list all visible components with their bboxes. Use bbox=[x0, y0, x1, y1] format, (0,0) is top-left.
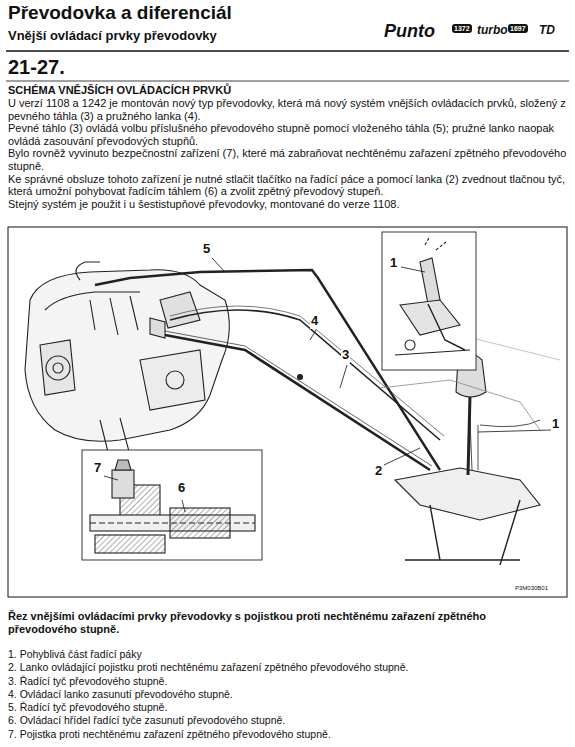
page-title: Převodovka a diferenciál bbox=[8, 2, 232, 24]
engine-badge: 1372 bbox=[452, 24, 472, 33]
list-item: 2. Lanko ovládající pojistku proti necht… bbox=[8, 661, 567, 674]
section-rule bbox=[6, 81, 569, 82]
list-item: 5. Řadící tyč převodového stupně. bbox=[8, 701, 567, 714]
section-number: 21-27. bbox=[8, 56, 65, 79]
list-item: 7. Pojistka proti nechtěnému zařazení zp… bbox=[8, 728, 567, 741]
callout-number: 5 bbox=[202, 242, 211, 257]
paragraph: Ke správné obsluze tohoto zařízení je nu… bbox=[8, 173, 567, 198]
figure-caption: Řez vnějšími ovládacími prvky převodovky… bbox=[8, 610, 553, 636]
callout-number: 6 bbox=[177, 481, 186, 496]
callout-number: 4 bbox=[310, 314, 319, 329]
list-item: 3. Řadící tyč převodového stupně. bbox=[8, 675, 567, 688]
callout-number: 7 bbox=[93, 461, 102, 476]
engine-type: turbo bbox=[477, 24, 508, 38]
callout-number: 1 bbox=[551, 417, 560, 432]
subtitle: Vnější ovládací prvky převodovky bbox=[8, 29, 217, 44]
header-rule bbox=[6, 50, 569, 52]
list-item: 4. Ovládací lanko zasunutí převodového s… bbox=[8, 688, 567, 701]
figure-code: P3M030B01 bbox=[515, 585, 548, 592]
paragraph: U verzí 1108 a 1242 je montován nový typ… bbox=[8, 97, 567, 122]
body-text: U verzí 1108 a 1242 je montován nový typ… bbox=[8, 97, 567, 210]
paragraph: Stejný systém je použit i u šestistupňov… bbox=[8, 198, 567, 211]
callout-number: 1 bbox=[389, 256, 398, 271]
engine-type: TD bbox=[539, 24, 555, 38]
section-heading: SCHÉMA VNĚJŠÍCH OVLÁDACÍCH PRVKŮ bbox=[8, 84, 231, 97]
leader-lines bbox=[104, 258, 551, 512]
parts-list: 1. Pohyblivá část řadící páky2. Lanko ov… bbox=[8, 648, 567, 741]
callout-number: 3 bbox=[341, 348, 350, 363]
figure-frame bbox=[8, 227, 567, 597]
list-item: 1. Pohyblivá část řadící páky bbox=[8, 648, 567, 661]
engine-badge: 1697 bbox=[508, 24, 528, 33]
paragraph: Bylo rovněž vyvinuto bezpečnostní zaříze… bbox=[8, 147, 567, 172]
list-item: 6. Ovládací hřídel řadící tyče zasunutí … bbox=[8, 714, 567, 727]
model-name: Punto bbox=[384, 21, 435, 42]
callout-number: 2 bbox=[374, 464, 383, 479]
paragraph: Pevné táhlo (3) ovládá volbu příslušného… bbox=[8, 122, 567, 147]
drawing bbox=[25, 232, 560, 565]
